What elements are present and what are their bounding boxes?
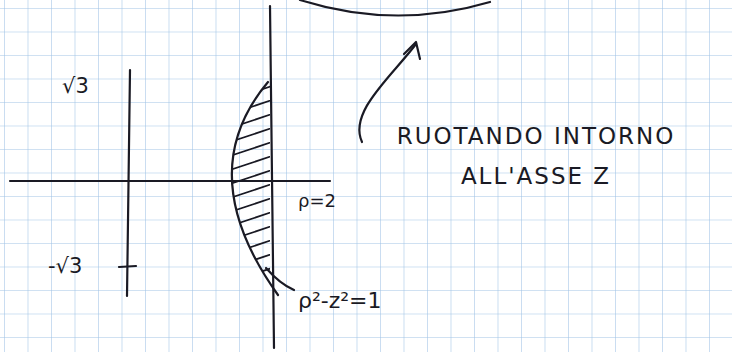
curve-label: ρ²-z²=1	[298, 290, 382, 312]
axis-value: √3	[62, 76, 89, 97]
rotation-note: RUOTANDO INTORNO ALL'ASSE Z	[380, 116, 692, 196]
leader-line	[266, 268, 294, 290]
line-label: ρ=2	[298, 192, 336, 210]
arrow-head	[404, 42, 420, 59]
vertical-line	[270, 6, 274, 348]
axis-tick	[119, 266, 136, 267]
axis-value: -√3	[48, 256, 82, 277]
hyperbola-curve	[232, 82, 278, 295]
horizontal-axis	[10, 180, 330, 182]
hatching	[200, 80, 290, 306]
vertical-axis	[127, 70, 130, 296]
solid-sketch	[300, 0, 490, 16]
